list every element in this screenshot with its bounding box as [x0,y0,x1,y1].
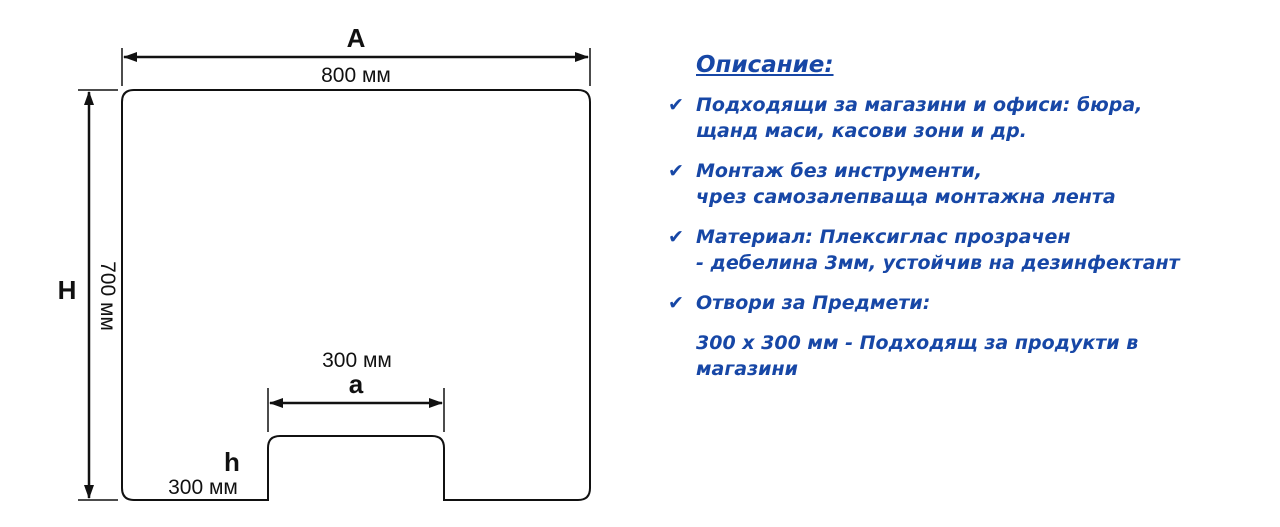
feature-text: Монтаж без инструменти, чрез самозалепва… [696,160,1116,208]
feature-text: Материал: Плексиглас прозрачен - дебелин… [696,226,1180,274]
description-title: Описание: [696,52,834,78]
feature-item-material: ✔ Материал: Плексиглас прозрачен - дебел… [668,224,1268,276]
feature-text: Отвори за Предмети: [696,292,931,314]
opening-height-letter: h [224,447,240,477]
check-icon: ✔ [668,292,684,314]
feature-item-mounting: ✔ Монтаж без инструменти, чрез самозалеп… [668,158,1268,210]
check-icon: ✔ [668,94,684,116]
feature-item-openings: ✔ Отвори за Предмети: [668,290,1268,316]
width-value: 800 мм [321,64,391,87]
check-icon: ✔ [668,226,684,248]
check-icon: ✔ [668,160,684,182]
feature-item-usage: ✔ Подходящи за магазини и офиси: бюра, щ… [668,92,1268,144]
opening-width-letter: a [349,369,364,399]
openings-note: 300 х 300 мм - Подходящ за продукти в ма… [696,332,1139,380]
width-letter: A [347,23,366,53]
opening-height-value: 300 мм [168,476,238,499]
feature-text: Подходящи за магазини и офиси: бюра, щан… [696,94,1143,142]
height-letter: H [58,275,77,305]
panel-diagram: A 800 мм H 700 мм 300 мм a h 300 мм [58,23,591,501]
opening-width-value: 300 мм [322,349,392,372]
description-panel: Описание: ✔ Подходящи за магазини и офис… [668,52,1268,382]
panel-outline [121,89,591,501]
height-value: 700 мм [96,261,119,331]
